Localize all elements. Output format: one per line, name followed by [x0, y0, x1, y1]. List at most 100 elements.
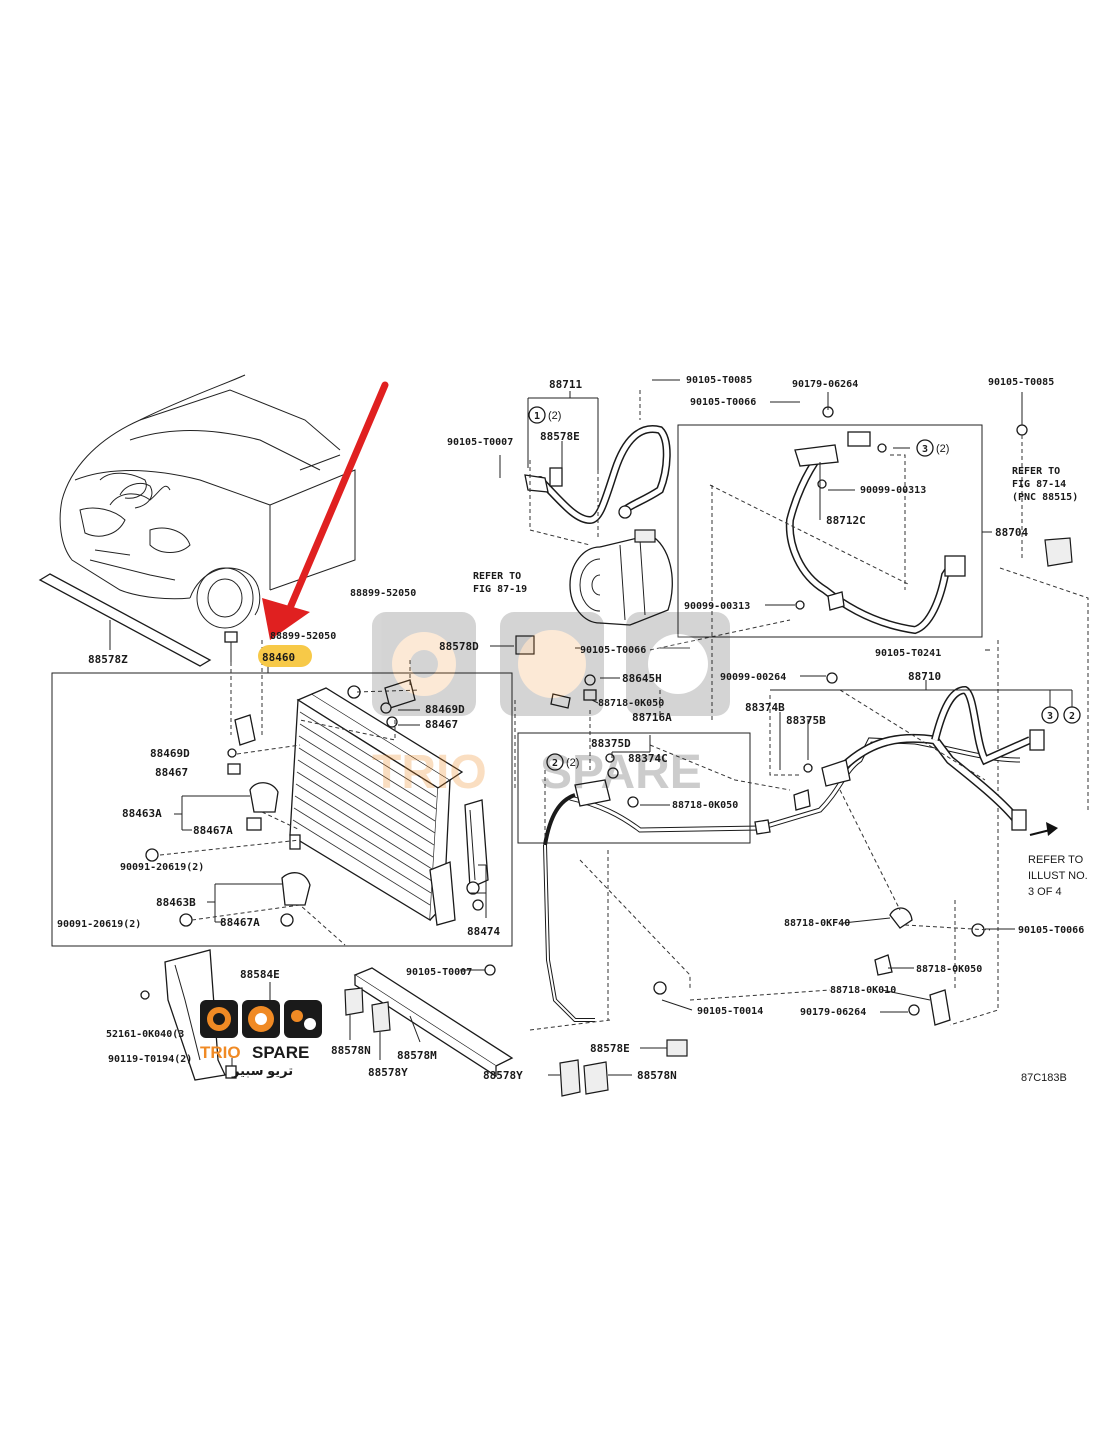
watermark-logo-bottom — [200, 1000, 322, 1038]
receiver-box — [517, 732, 751, 844]
refer-fig87-14-line2: FIG 87-14 — [1012, 479, 1066, 490]
discharge-hose-box — [677, 424, 983, 638]
label-88578m: 88578M — [397, 1049, 437, 1062]
label-88578d: 88578D — [439, 640, 479, 653]
label-88578e-b: 88578E — [590, 1042, 630, 1055]
label-88578n-a: 88578N — [331, 1044, 371, 1057]
label-90105-t0007-a: 90105-T0007 — [447, 437, 513, 448]
condenser-core — [289, 687, 489, 926]
watermark-logo-center — [372, 612, 730, 716]
label-88578z: 88578Z — [88, 653, 128, 666]
circle-ref-1-qty: (2) — [548, 410, 561, 422]
pointer-arrow — [262, 381, 389, 640]
label-88467a-b: 88467A — [220, 916, 260, 929]
label-88467a-a: 88467A — [193, 824, 233, 837]
condenser-label-leaders — [174, 709, 487, 923]
label-88474: 88474 — [467, 925, 500, 938]
car-outline — [38, 374, 356, 667]
label-90099-00264: 90099-00264 — [720, 672, 786, 683]
air-guide-parts — [109, 620, 632, 1097]
label-88467-b: 88467 — [155, 766, 188, 779]
label-88712c: 88712C — [826, 514, 866, 527]
label-88375d: 88375D — [591, 737, 631, 750]
label-88718-0k050-c: 88718-0K050 — [916, 964, 982, 975]
circle-ref-1: 1 — [534, 411, 540, 422]
label-90105-t0007-b: 90105-T0007 — [406, 967, 472, 978]
label-88463b: 88463B — [156, 896, 196, 909]
label-88710: 88710 — [908, 670, 941, 683]
circled-refs — [528, 406, 1081, 771]
label-88578y-a: 88578Y — [368, 1066, 408, 1079]
watermark-brand-primary-bottom: TRIO — [200, 1043, 241, 1062]
label-88899-52050-b: 88899-52050 — [270, 631, 336, 642]
refer-illust-line2: ILLUST NO. — [1028, 870, 1088, 882]
label-90099-00313-b: 90099-00313 — [684, 601, 750, 612]
label-88584e: 88584E — [240, 968, 280, 981]
label-90119-t0194: 90119-T0194(2) — [108, 1054, 192, 1065]
diagram-code: 87C183B — [1021, 1072, 1067, 1084]
circle-ref-3-qty: (2) — [936, 443, 949, 455]
label-88467-a: 88467 — [425, 718, 458, 731]
label-90105-t0014: 90105-T0014 — [697, 1006, 763, 1017]
label-88460-highlighted: 88460 — [262, 651, 295, 664]
label-90105-t0085-a: 90105-T0085 — [686, 375, 752, 386]
refer-fig87-19-line1: REFER TO — [473, 571, 521, 582]
condenser-group-box — [51, 672, 513, 947]
circle-ref-2: 2 — [552, 758, 558, 769]
circle-ref-3: 3 — [922, 444, 928, 455]
label-88645h: 88645H — [622, 672, 662, 685]
refer-notes: REFER TO FIG 87-19 REFER TO FIG 87-14 (P… — [473, 466, 1088, 898]
refer-arrow — [1029, 822, 1058, 836]
refer-fig87-19-line2: FIG 87-19 — [473, 584, 527, 595]
label-90099-00313-a: 90099-00313 — [860, 485, 926, 496]
label-90179-06264-a: 90179-06264 — [792, 379, 858, 390]
label-88375b: 88375B — [786, 714, 826, 727]
right-dashed-frame — [709, 454, 1089, 1026]
watermark-arabic-bottom: تريو سبير — [231, 1063, 293, 1078]
circled-ref-text: 1 (2) 3 (2) 2 (2) 3 2 — [534, 410, 1075, 769]
label-88463a: 88463A — [122, 807, 162, 820]
refer-illust-line3: 3 OF 4 — [1028, 886, 1062, 898]
label-88578y-b: 88578Y — [483, 1069, 523, 1082]
bracket-parts — [145, 631, 416, 927]
part-labels: 88711 90105-T0085 90179-06264 90105-T008… — [57, 375, 1084, 1082]
label-88374c: 88374C — [628, 752, 668, 765]
label-90179-06264-b: 90179-06264 — [800, 1007, 866, 1018]
watermark-brand-secondary-center: SPARE — [540, 746, 702, 799]
label-88374b: 88374B — [745, 701, 785, 714]
ac-compressor — [569, 529, 673, 626]
upper-label-leaders — [460, 379, 1073, 1049]
liquid-pipes — [484, 635, 1045, 1057]
label-88711: 88711 — [549, 378, 582, 391]
label-90105-t0066-a: 90105-T0066 — [690, 397, 756, 408]
label-88718-0k050-a: 88718-0K050 — [598, 698, 664, 709]
label-90105-t0085-b: 90105-T0085 — [988, 377, 1054, 388]
label-88704: 88704 — [995, 526, 1028, 539]
label-88718-0k010: 88718-0K010 — [830, 985, 896, 996]
label-90105-t0241: 90105-T0241 — [875, 648, 941, 659]
label-90091-20619-b: 90091-20619(2) — [57, 919, 141, 930]
label-88716a: 88716A — [632, 711, 672, 724]
refer-illust-line1: REFER TO — [1028, 854, 1084, 866]
refer-fig87-14-line3: (PNC 88515) — [1012, 492, 1078, 503]
circle-ref-3b: 3 — [1047, 711, 1053, 722]
label-88469d-a: 88469D — [425, 703, 465, 716]
label-88718-0k050-b: 88718-0K050 — [672, 800, 738, 811]
label-90105-t0066-b: 90105-T0066 — [580, 645, 646, 656]
discharge-hose — [785, 406, 966, 635]
watermark-brand-secondary-bottom: SPARE — [252, 1043, 309, 1062]
label-88899-52050-a: 88899-52050 — [350, 588, 416, 599]
refer-fig87-14-line1: REFER TO — [1012, 466, 1060, 477]
label-52161-0k040: 52161-0K040(3 — [106, 1029, 184, 1040]
suction-hose — [524, 425, 671, 525]
watermark-brand-primary-center: TRIO — [372, 746, 487, 799]
pipe-leaders — [514, 390, 991, 1031]
label-90091-20619-a: 90091-20619(2) — [120, 862, 204, 873]
label-88469d-b: 88469D — [150, 747, 190, 760]
circle-ref-2b: 2 — [1069, 711, 1075, 722]
highlight-pill — [258, 645, 312, 667]
circle-ref-2-qty: (2) — [566, 757, 579, 769]
label-88578n-b: 88578N — [637, 1069, 677, 1082]
